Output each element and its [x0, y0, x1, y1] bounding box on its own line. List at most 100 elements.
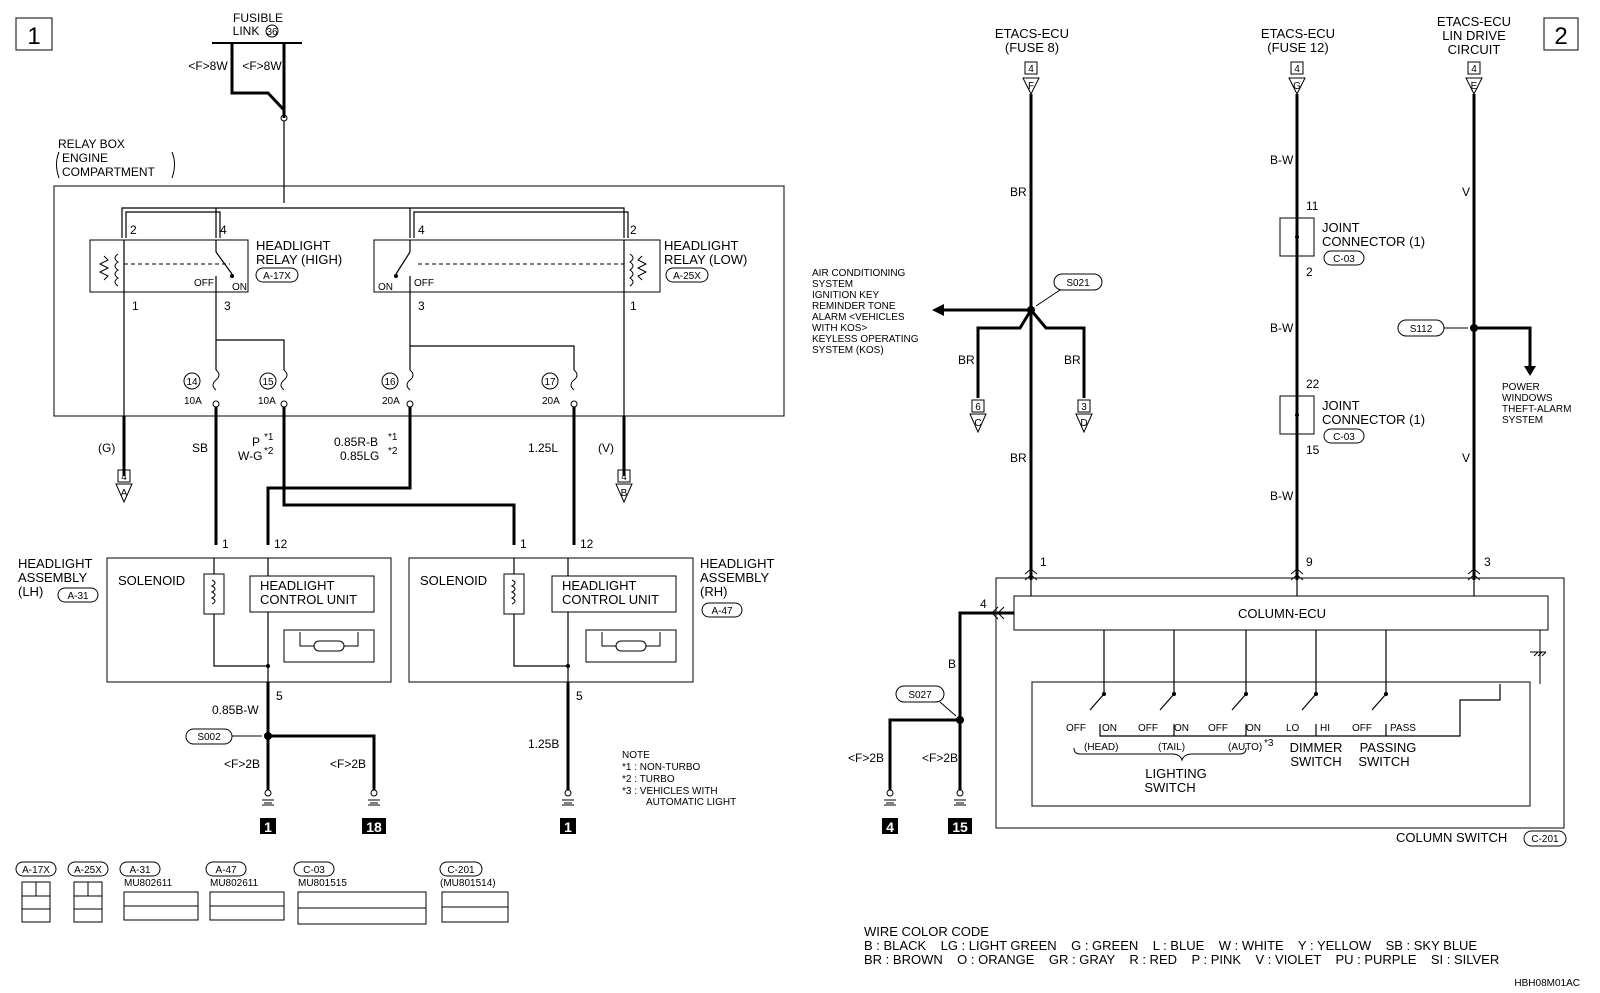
svg-text:WINDOWS: WINDOWS [1502, 393, 1553, 404]
s021-label: S021 [1066, 278, 1090, 289]
svg-text:(FUSE 8): (FUSE 8) [1005, 40, 1059, 55]
hl-lh-solenoid: SOLENOID [118, 573, 185, 588]
svg-text:ALARM <VEHICLES: ALARM <VEHICLES [812, 312, 905, 323]
lh-pin12: 12 [274, 537, 288, 551]
hl-lh-code: A-31 [67, 591, 89, 602]
etacs-fuse8: ETACS-ECU (FUSE 8) 4 F [995, 26, 1069, 96]
ground-1-left: 1 [264, 819, 272, 835]
lh-pin1: 1 [222, 537, 229, 551]
connector-6c: 6 C [969, 399, 987, 434]
color-code-title: WIRE COLOR CODE [864, 924, 989, 939]
svg-text:3: 3 [1081, 402, 1087, 413]
dimmer-switch-label: DIMMER [1290, 740, 1343, 755]
relay-high-label2: RELAY (HIGH) [256, 252, 342, 267]
joint1-code: C-03 [1333, 254, 1355, 265]
svg-text:SYSTEM (KOS): SYSTEM (KOS) [812, 345, 884, 356]
hl-rh-cu: HEADLIGHT [562, 578, 636, 593]
wire-sb: SB [192, 441, 208, 455]
svg-text:MU802611: MU802611 [210, 878, 259, 889]
rh-pin1: 1 [520, 537, 527, 551]
svg-text:KEYLESS OPERATING: KEYLESS OPERATING [812, 334, 919, 345]
passing-switch-label: PASSING [1360, 740, 1417, 755]
svg-text:E: E [1471, 81, 1478, 92]
svg-text:(MU801514): (MU801514) [440, 878, 496, 889]
svg-text:20A: 20A [382, 396, 400, 407]
fl-wire-label-1: <F>8W [188, 59, 228, 73]
svg-text:ETACS-ECU: ETACS-ECU [995, 26, 1069, 41]
etacs-fuse12: ETACS-ECU (FUSE 12) 4 G [1261, 26, 1335, 96]
fuse-14: 14 10A [183, 369, 220, 408]
joint2-label2: CONNECTOR (1) [1322, 412, 1425, 427]
switch-tail: OFF ON (TAIL) [1138, 723, 1189, 753]
svg-text:17: 17 [544, 377, 556, 388]
s027-label: S027 [908, 690, 932, 701]
connector-a: 4 A [115, 469, 133, 504]
svg-text:CIRCUIT: CIRCUIT [1448, 42, 1501, 57]
col-pin1: 1 [1040, 555, 1047, 569]
column-switch-label: COLUMN SWITCH [1396, 830, 1507, 845]
svg-text:IGNITION KEY: IGNITION KEY [812, 290, 880, 301]
svg-text:4: 4 [1294, 64, 1300, 75]
connector-view-a31: A-31 MU802611 [119, 861, 199, 921]
wire-bw-2: B-W [1270, 321, 1294, 335]
wire-085bw: 0.85B-W [212, 703, 259, 717]
relay-high-label: HEADLIGHT [256, 238, 330, 253]
relay-low-label2: RELAY (LOW) [664, 252, 747, 267]
svg-text:F: F [1028, 81, 1034, 92]
etacs-lin: ETACS-ECU LIN DRIVE CIRCUIT 4 E [1437, 14, 1511, 96]
page-number-left: 1 [27, 23, 40, 50]
hl-rh-label2: ASSEMBLY [700, 570, 769, 585]
right-gnd-f2b2: <F>2B [922, 751, 958, 765]
svg-text:ON: ON [1174, 723, 1189, 734]
hl-lh-label: HEADLIGHT [18, 556, 92, 571]
svg-text:16: 16 [384, 377, 396, 388]
svg-text:PASS: PASS [1390, 723, 1416, 734]
wire-r-b: 0.85R-B [334, 435, 378, 449]
fusible-link-number: 36 [266, 27, 278, 38]
relay-box-label: RELAY BOX [58, 137, 125, 151]
s112-label: S112 [1410, 324, 1433, 335]
svg-text:A-17X: A-17X [22, 865, 50, 876]
wire-wg: W-G [238, 449, 262, 463]
svg-text:THEFT-ALARM: THEFT-ALARM [1502, 404, 1571, 415]
lh-pin5: 5 [276, 689, 283, 703]
wire-bw-1: B-W [1270, 153, 1294, 167]
switch-head: OFF ON (HEAD) [1066, 723, 1118, 753]
svg-text:10A: 10A [258, 396, 276, 407]
joint2-pin15: 15 [1306, 443, 1320, 457]
relay-high-pin2: 2 [130, 223, 137, 237]
svg-text:A: A [121, 488, 128, 499]
svg-text:POWER: POWER [1502, 382, 1540, 393]
wire-wg-star: *2 [264, 446, 274, 457]
wire-g: (G) [98, 441, 115, 455]
relay-low-pin4: 4 [418, 223, 425, 237]
col-pin9: 9 [1306, 555, 1313, 569]
hl-lh-cu: HEADLIGHT [260, 578, 334, 593]
svg-text:MU801515: MU801515 [298, 878, 347, 889]
svg-text:A-31: A-31 [129, 865, 151, 876]
svg-text:20A: 20A [542, 396, 560, 407]
column-switch-code: C-201 [1531, 834, 1559, 845]
svg-text:B: B [621, 488, 628, 499]
svg-text:REMINDER TONE: REMINDER TONE [812, 301, 896, 312]
svg-text:WITH KOS>: WITH KOS> [812, 323, 867, 334]
fusible-link-label: FUSIBLE [233, 11, 283, 25]
svg-text:(TAIL): (TAIL) [1158, 742, 1185, 753]
hl-rh-solenoid: SOLENOID [420, 573, 487, 588]
wire-p: P [252, 435, 260, 449]
hl-rh-label: HEADLIGHT [700, 556, 774, 571]
connector-view-c201: C-201 (MU801514) [439, 861, 509, 923]
fusible-link-label2: LINK [233, 24, 260, 38]
ground-1-right: 1 [564, 819, 572, 835]
ground-18: 18 [366, 819, 382, 835]
hl-rh-code: A-47 [711, 606, 733, 617]
wire-125b: 1.25B [528, 737, 559, 751]
relay-low-code: A-25X [673, 271, 701, 282]
wire-br-right: BR [1064, 353, 1081, 367]
wire-br-top: BR [1010, 185, 1027, 199]
figure-id: HBH08M01AC [1514, 978, 1580, 989]
relay-high-code: A-17X [263, 271, 291, 282]
col-pin4: 4 [980, 597, 987, 611]
relay-box-label2: ENGINE [62, 151, 108, 165]
